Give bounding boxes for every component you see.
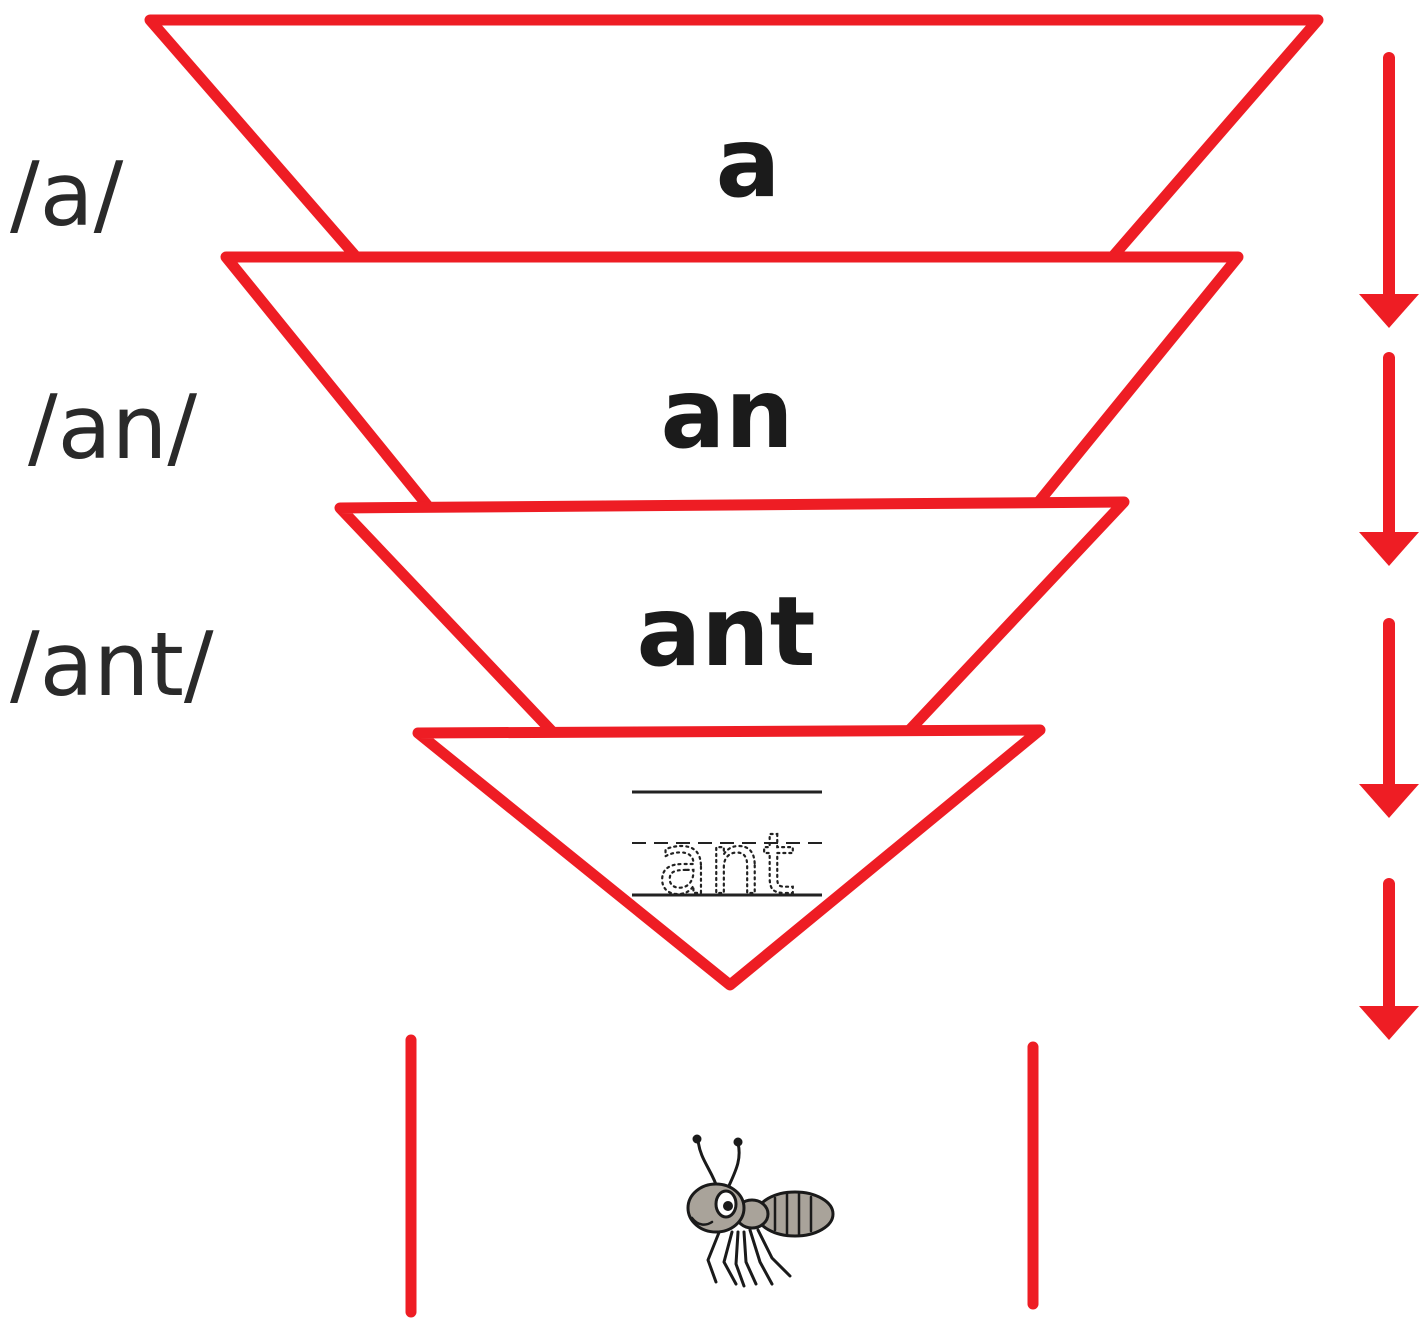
phoneme-a: /a/ [10,143,124,246]
trace-word[interactable]: ant [657,815,795,913]
down-arrow-icon [1359,358,1419,566]
down-arrows [1359,58,1419,1040]
down-arrow-icon [1359,884,1419,1040]
ant-icon [688,1136,833,1286]
word-a: a [716,107,781,219]
phoneme-ant: /ant/ [10,613,214,716]
word-ant: ant [636,576,815,688]
down-arrow-icon [1359,624,1419,818]
phoneme-an: /an/ [28,376,197,479]
word-an: an [660,358,793,470]
down-arrow-icon [1359,58,1419,328]
